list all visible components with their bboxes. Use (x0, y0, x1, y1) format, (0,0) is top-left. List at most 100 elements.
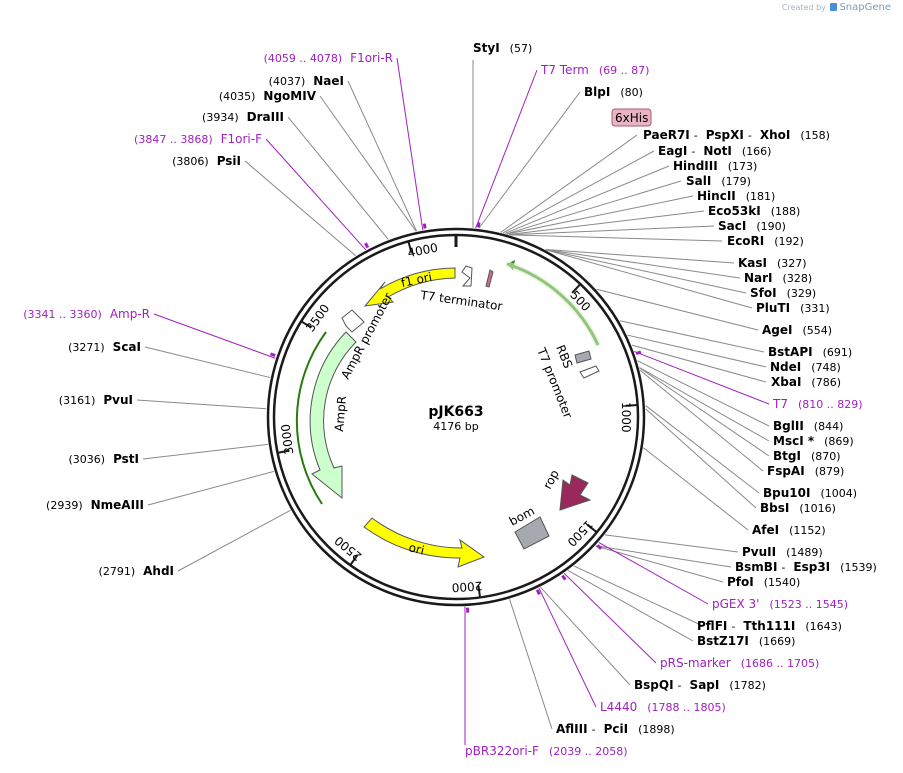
primer-label[interactable]: pBR322ori-F(2039 .. 2058) (465, 744, 628, 758)
site-position: (328) (783, 272, 813, 285)
tick-mark (625, 403, 638, 407)
feature-ampr[interactable]: AmpR (295, 331, 357, 505)
site-position: (2939) (46, 499, 83, 512)
name-separator: - (691, 145, 695, 158)
enzyme-name: NdeI (770, 360, 801, 374)
primer-label[interactable]: Amp-R(3341 .. 3360) (23, 307, 150, 321)
primer-range: (1523 .. 1545) (769, 598, 848, 611)
enzyme-label[interactable]: PvuI(3161) (59, 393, 133, 407)
enzyme-name: SapI (690, 678, 720, 692)
enzyme-label[interactable]: BstAPI(691) (768, 345, 852, 359)
enzyme-label[interactable]: EcoRI(192) (727, 234, 804, 248)
his-tag-badge[interactable]: 6xHis (611, 108, 652, 127)
enzyme-name: DraIII (247, 110, 284, 124)
enzyme-name: Esp3I (793, 560, 830, 574)
primer-label[interactable]: F1ori-R(4059 .. 4078) (264, 51, 393, 65)
enzyme-label[interactable]: SacI(190) (718, 219, 786, 233)
enzyme-label[interactable]: NdeI(748) (770, 360, 841, 374)
enzyme-label[interactable]: MscI * (869) (773, 434, 854, 448)
tick-mark (571, 283, 582, 294)
enzyme-label[interactable]: BstZ17I(1669) (697, 634, 795, 648)
site-position: (1004) (820, 487, 857, 500)
site-position: (3806) (172, 155, 209, 168)
enzyme-label[interactable]: PfoI(1540) (727, 575, 800, 589)
enzyme-label[interactable]: NmeAIII(2939) (46, 498, 144, 512)
tick-label: 1500 (564, 517, 595, 549)
enzyme-label[interactable]: SfoI(329) (750, 286, 816, 300)
enzyme-label[interactable]: NgoMIV(4035) (219, 89, 317, 103)
enzyme-name: XhoI (760, 128, 791, 142)
watermark-brand: SnapGene (839, 2, 891, 13)
primer-range: (2039 .. 2058) (549, 745, 628, 758)
site-position: (190) (756, 220, 786, 233)
enzyme-name: EagI (658, 144, 687, 158)
enzyme-name: AflIII (556, 722, 588, 736)
ori-label: ori (407, 540, 426, 557)
enzyme-label[interactable]: SalI(179) (686, 174, 751, 188)
enzyme-label[interactable]: DraIII(3934) (202, 110, 284, 124)
enzyme-name: MscI * (773, 434, 815, 448)
feature-bom[interactable]: bom (507, 504, 550, 550)
tick-label: 1000 (619, 402, 633, 433)
site-position: (844) (814, 420, 844, 433)
enzyme-label[interactable]: PstI(3036) (68, 452, 139, 466)
name-separator: - (731, 620, 735, 633)
feature-ori[interactable]: ori (363, 517, 486, 568)
enzyme-label[interactable]: PvuII(1489) (742, 545, 823, 559)
primer-site-mark (596, 544, 603, 550)
primer-label[interactable]: pGEX 3'(1523 .. 1545) (712, 597, 848, 611)
enzyme-label[interactable]: KasI(327) (738, 256, 807, 270)
enzyme-label[interactable]: AgeI(554) (762, 323, 832, 337)
primer-label[interactable]: T7 Term(69 .. 87) (540, 63, 649, 77)
enzyme-name: PstI (113, 452, 139, 466)
snapgene-logo-icon (830, 3, 838, 11)
enzyme-name: PluTI (756, 301, 790, 315)
feature-rop[interactable]: rop (540, 467, 592, 511)
primer-label[interactable]: T7(810 .. 829) (772, 397, 863, 411)
site-position: (1782) (729, 679, 766, 692)
enzyme-label[interactable]: PsiI(3806) (172, 154, 241, 168)
enzyme-label[interactable]: EagI-NotI(166) (658, 144, 771, 158)
site-position: (869) (824, 435, 854, 448)
enzyme-label[interactable]: FspAI(879) (767, 464, 844, 478)
primer-range: (1686 .. 1705) (741, 657, 820, 670)
watermark-created: Created by (781, 3, 826, 12)
enzyme-label[interactable]: NarI(328) (744, 271, 812, 285)
enzyme-label[interactable]: AfeI(1152) (752, 523, 826, 537)
enzyme-label[interactable]: Bpu10I(1004) (763, 486, 857, 500)
enzyme-label[interactable]: BtgI(870) (773, 449, 841, 463)
primer-label[interactable]: F1ori-F (3847 .. 3868) (134, 132, 262, 146)
enzyme-label[interactable]: PaeR7I-PspXI-XhoI(158) (643, 128, 830, 142)
primer-range: (3847 .. 3868) (134, 133, 213, 146)
site-position: (4037) (269, 75, 306, 88)
primer-range: (3341 .. 3360) (23, 308, 102, 321)
enzyme-label[interactable]: PflFI-Tth111I(1643) (697, 619, 842, 633)
site-position: (327) (777, 257, 807, 270)
enzyme-label[interactable]: BbsI(1016) (760, 501, 836, 515)
enzyme-label[interactable]: BspQI-SapI(1782) (634, 678, 766, 692)
t7-terminator-label: T7 terminator (419, 288, 504, 314)
enzyme-label[interactable]: NaeI(4037) (269, 74, 344, 88)
feature-f1-ori[interactable]: f1 ori (363, 267, 456, 307)
primer-site-mark (476, 222, 481, 228)
enzyme-label[interactable]: AhdI(2791) (99, 564, 174, 578)
enzyme-name: BstZ17I (697, 634, 749, 648)
enzyme-label[interactable]: StyI(57) (473, 41, 532, 55)
enzyme-label[interactable]: PluTI(331) (756, 301, 830, 315)
enzyme-label[interactable]: ScaI(3271) (68, 340, 141, 354)
enzyme-label[interactable]: BglII(844) (773, 419, 843, 433)
enzyme-label[interactable]: XbaI(786) (771, 375, 841, 389)
primer-name: F1ori-F (221, 132, 262, 146)
primer-label[interactable]: L4440(1788 .. 1805) (600, 700, 726, 714)
his-tag-label: 6xHis (615, 111, 648, 125)
feature-rbs[interactable]: RBS (553, 343, 592, 370)
enzyme-label[interactable]: Eco53kI(188) (708, 204, 800, 218)
primer-label[interactable]: pRS-marker(1686 .. 1705) (660, 656, 819, 670)
enzyme-name: PfoI (727, 575, 754, 589)
enzyme-label[interactable]: HincII(181) (697, 189, 775, 203)
enzyme-label[interactable]: HindIII(173) (673, 159, 757, 173)
enzyme-label[interactable]: AflIII-PciI(1898) (556, 722, 675, 736)
enzyme-label[interactable]: BlpI(80) (584, 85, 643, 99)
enzyme-label[interactable]: BsmBI-Esp3I(1539) (735, 560, 877, 574)
